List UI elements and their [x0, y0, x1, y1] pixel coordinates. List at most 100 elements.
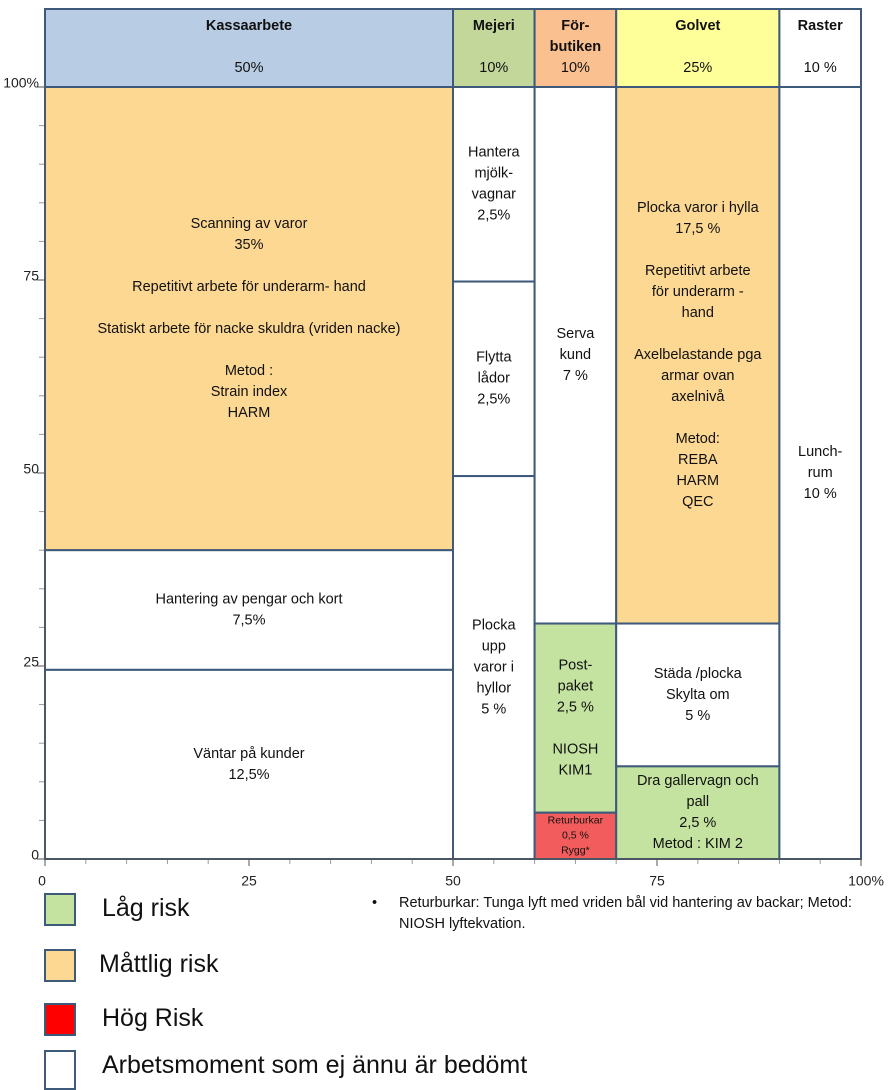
footnote-bullet: • [372, 895, 378, 911]
task-cell-label: Plocka [472, 617, 516, 633]
y-tick-label: 0 [31, 847, 39, 863]
task-cell-label: Hantering av pengar och kort [156, 591, 343, 607]
task-cell-label: Metod : [225, 363, 273, 379]
task-cell-label: rum [808, 465, 833, 481]
task-cell-label: REBA [678, 452, 718, 468]
task-cell-label: 5 % [685, 708, 710, 724]
column-headers: Kassaarbete50%Mejeri10%För-butiken10%Gol… [44, 8, 863, 88]
task-cell-label: 7,5% [232, 612, 265, 628]
task-cell [615, 765, 781, 860]
task-cell-label: Lunch- [798, 444, 843, 460]
task-cell-label: Returburkar [548, 815, 604, 827]
mosaic-chart: Scanning av varor 35% Repetitivt arbete fö… [3, 8, 884, 889]
task-cell-label: KIM1 [558, 762, 592, 778]
column-header-share: 25% [683, 60, 712, 76]
task-cell [452, 475, 536, 860]
task-cell-label: Väntar på kunder [193, 746, 304, 762]
task-cell [533, 622, 618, 814]
task-cell [533, 86, 618, 625]
column-header-share: 10 % [804, 60, 837, 76]
task-cell-label: hand [682, 305, 714, 321]
task-cell-label: Post- [558, 657, 592, 673]
task-cell-label: Axelbelastande pga [634, 347, 762, 363]
chart-cells: Scanning av varor 35% Repetitivt arbete fö… [44, 86, 863, 860]
y-tick-label: 75 [23, 268, 39, 284]
footnote-text: Returburkar: Tunga lyft med vriden bål v… [399, 895, 852, 932]
y-tick-label: 50 [23, 461, 39, 477]
task-cell-label: Plocka varor i hylla [637, 200, 760, 216]
task-cell-label: 2,5% [477, 392, 510, 408]
x-tick-label: 100% [848, 873, 884, 889]
x-tick-label: 0 [38, 873, 46, 889]
task-cell-label: Scanning av varor [191, 216, 308, 232]
column-header-title: butiken [550, 39, 602, 55]
task-cell-label: Skylta om [666, 687, 730, 703]
legend-label-high: Hög Risk [102, 1004, 204, 1032]
task-cell-label: Repetitivt arbete [645, 263, 751, 279]
task-cell-label: axelnivå [671, 389, 725, 405]
legend-swatch-unassessed [44, 1050, 76, 1090]
y-tick-label: 100% [3, 75, 39, 91]
y-tick-label: 25 [23, 654, 39, 670]
task-cell-label: Strain index [211, 384, 288, 400]
column-header-box [44, 8, 454, 88]
task-cell-label: för underarm - [652, 284, 744, 300]
task-cell-label: hyllor [476, 680, 511, 696]
column-header-box [452, 8, 536, 88]
task-cell-label: 0,5 % [562, 830, 589, 842]
task-cell-label: Metod : KIM 2 [653, 836, 743, 852]
column-header-share: 10% [479, 60, 508, 76]
task-cell-label: 17,5 % [675, 221, 720, 237]
task-cell-label: 7 % [563, 368, 588, 384]
column-header-share: 50% [234, 60, 263, 76]
task-cell [452, 280, 536, 478]
task-cell-label: Flytta [476, 350, 512, 366]
column-header-title: Raster [798, 18, 843, 34]
task-cell-label: QEC [682, 494, 713, 510]
legend-label-moderate: Måttlig risk [99, 950, 219, 978]
task-cell-label: 12,5% [228, 767, 269, 783]
task-cell-label: HARM [228, 405, 271, 421]
legend-swatch-low [44, 893, 76, 926]
task-cell-label: Städa /plocka [654, 666, 743, 682]
legend-swatch-high [44, 1003, 76, 1036]
task-cell-label: lådor [478, 371, 510, 387]
column-header-share: 10% [561, 60, 590, 76]
task-cell-label: kund [560, 347, 591, 363]
task-cell-label: vagnar [472, 187, 517, 203]
task-cell [778, 86, 863, 860]
legend-item-moderate-risk: Måttlig risk [44, 949, 644, 989]
task-cell-label: 2,5 % [679, 815, 716, 831]
task-cell-label: 10 % [804, 486, 837, 502]
task-cell-label: paket [558, 678, 593, 694]
column-header-box [778, 8, 863, 88]
task-cell-label: upp [482, 638, 506, 654]
task-cell [452, 86, 536, 283]
legend-item-low-risk: Låg risk [44, 893, 644, 933]
legend-item-high-risk: Hög Risk [44, 1003, 644, 1043]
task-cell-label: 2,5 % [557, 699, 594, 715]
legend-label-unassessed: Arbetsmoment som ej ännu är bedömt [102, 1051, 528, 1079]
task-cell-label: Rygg* [561, 845, 590, 857]
task-cell-label: Repetitivt arbete för underarm- hand [132, 279, 366, 295]
task-cell-label: varor i [474, 659, 514, 675]
task-cell [44, 549, 454, 671]
task-cell [44, 668, 454, 860]
task-cell-label: 5 % [481, 701, 506, 717]
task-cell-label: mjölk- [474, 166, 513, 182]
task-cell-label: 2,5% [477, 208, 510, 224]
column-header-box [615, 8, 781, 88]
task-cell-label: Hantera [468, 145, 521, 161]
task-cell-label: HARM [676, 473, 719, 489]
legend-item-unassessed: Arbetsmoment som ej ännu är bedömt [44, 1050, 644, 1090]
task-cell-label: 35% [234, 237, 263, 253]
task-cell-label: Serva [556, 326, 595, 342]
x-tick-label: 75 [649, 873, 665, 889]
column-header-title: För- [561, 18, 589, 34]
column-header-title: Kassaarbete [206, 18, 292, 34]
x-tick-label: 50 [445, 873, 461, 889]
task-cell-label: Statiskt arbete för nacke skuldra (vride… [97, 321, 400, 337]
legend-label-low: Låg risk [102, 894, 190, 922]
task-cell-label: armar ovan [661, 368, 734, 384]
